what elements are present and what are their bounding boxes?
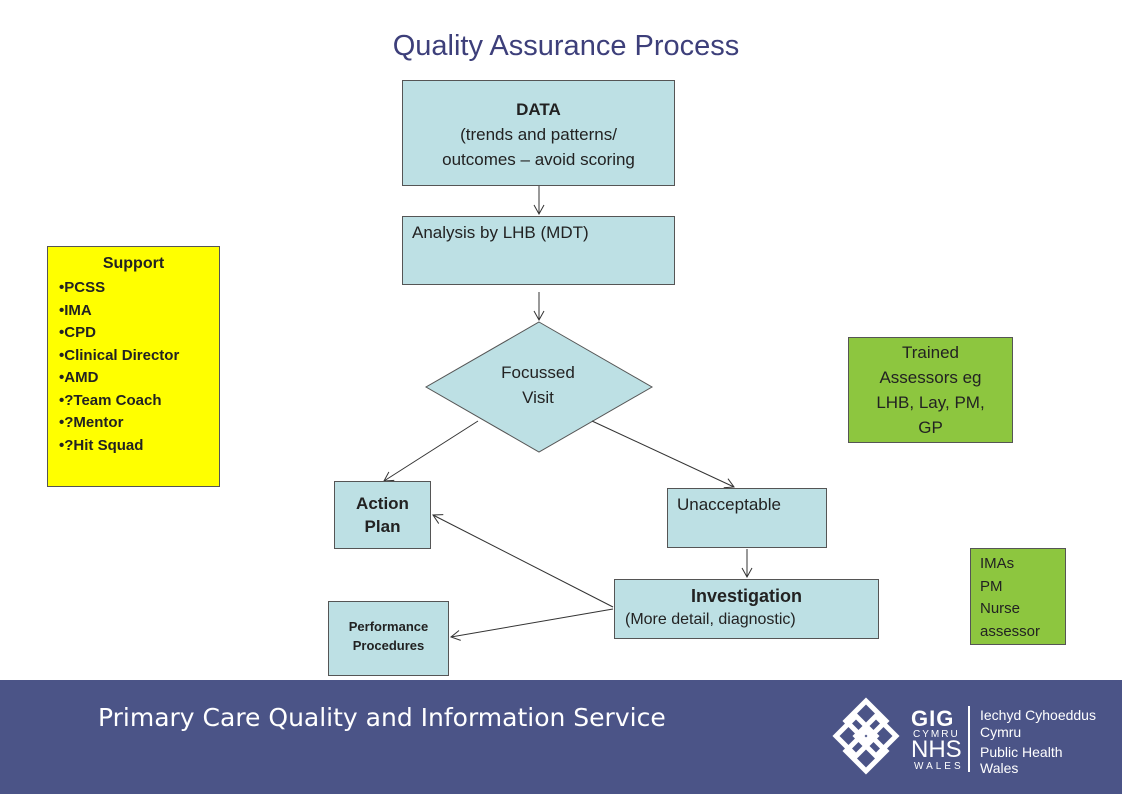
support-item: •?Mentor: [59, 414, 124, 431]
imas-line: IMAs: [980, 555, 1015, 572]
logo-text-line: Public Health: [980, 744, 1063, 760]
action-plan-box: Action Plan: [334, 481, 431, 549]
performance-line-2: Procedures: [352, 637, 425, 653]
investigation-title: Investigation: [690, 586, 802, 606]
support-item: •PCSS: [59, 279, 106, 296]
imas-line: Nurse: [980, 600, 1021, 617]
trained-line-1: Trained: [901, 343, 959, 362]
trained-line-3: LHB, Lay, PM,: [876, 393, 985, 412]
trained-assessors-box: Trained Assessors eg LHB, Lay, PM, GP: [848, 337, 1013, 443]
analysis-label: Analysis by LHB (MDT): [412, 223, 589, 242]
public-health-wales-logo: GIG CYMRU NHS WALES Iechyd Cyhoeddus Cym…: [826, 696, 1106, 776]
logo-text-line: Cymru: [980, 724, 1022, 740]
logo-nhs: NHS: [911, 736, 962, 763]
focussed-visit-label: Focussed Visit: [470, 360, 606, 410]
footer-banner: Primary Care Quality and Information Ser…: [0, 680, 1122, 794]
focussed-line-2: Visit: [522, 388, 554, 407]
support-title: Support: [102, 255, 165, 272]
trained-line-4: GP: [918, 418, 943, 437]
logo-cymru: CYMRU: [913, 729, 960, 740]
logo-text-line: Iechyd Cyhoeddus: [980, 707, 1096, 723]
investigation-box: Investigation (More detail, diagnostic): [614, 579, 879, 639]
imas-box: IMAs PM Nurse assessor: [970, 548, 1066, 645]
logo-divider: [968, 706, 970, 772]
support-item: •?Team Coach: [59, 391, 162, 409]
flow-connectors: [383, 186, 753, 641]
focussed-visit-diamond: [424, 321, 654, 453]
data-line-2: outcomes – avoid scoring: [442, 149, 635, 169]
support-item: •Clinical Director: [59, 346, 180, 364]
arrow-investigation-to-action: [432, 514, 614, 608]
trained-line-2: Assessors eg: [879, 368, 982, 387]
support-item: •?Hit Squad: [59, 436, 144, 454]
action-line-1: Action: [356, 494, 409, 513]
focussed-line-1: Focussed: [501, 363, 575, 382]
arrow-visit-to-unacceptable: [591, 420, 735, 489]
page-title: Quality Assurance Process: [392, 30, 740, 62]
support-box: Support •PCSS •IMA •CPD •Clinical Direct…: [47, 246, 220, 487]
action-line-2: Plan: [364, 517, 401, 536]
data-box: DATA (trends and patterns/ outcomes – av…: [402, 80, 675, 186]
performance-line-1: Performance: [348, 618, 429, 634]
logo-gig: GIG: [911, 706, 955, 731]
arrow-visit-to-action: [383, 420, 479, 482]
data-line-1: (trends and patterns/: [460, 124, 617, 144]
footer-service-name: Primary Care Quality and Information Ser…: [98, 703, 666, 732]
support-item: •IMA: [59, 301, 92, 319]
support-item: •AMD: [59, 369, 99, 386]
analysis-box: Analysis by LHB (MDT): [402, 216, 675, 285]
investigation-subtitle: (More detail, diagnostic): [625, 611, 796, 628]
celtic-knot-icon: [832, 697, 900, 775]
unacceptable-box: Unacceptable: [667, 488, 827, 548]
support-list: •PCSS •IMA •CPD •Clinical Director •AMD …: [59, 277, 219, 457]
unacceptable-label: Unacceptable: [677, 495, 781, 514]
logo-wales: WALES: [914, 761, 964, 772]
imas-line: assessor: [980, 622, 1041, 640]
imas-line: PM: [980, 577, 1003, 595]
data-title: DATA: [516, 99, 561, 119]
performance-procedures-box: Performance Procedures: [328, 601, 449, 676]
support-item: •CPD: [59, 324, 96, 341]
logo-text-line: Wales: [980, 760, 1019, 776]
arrow-investigation-to-performance: [449, 608, 614, 641]
